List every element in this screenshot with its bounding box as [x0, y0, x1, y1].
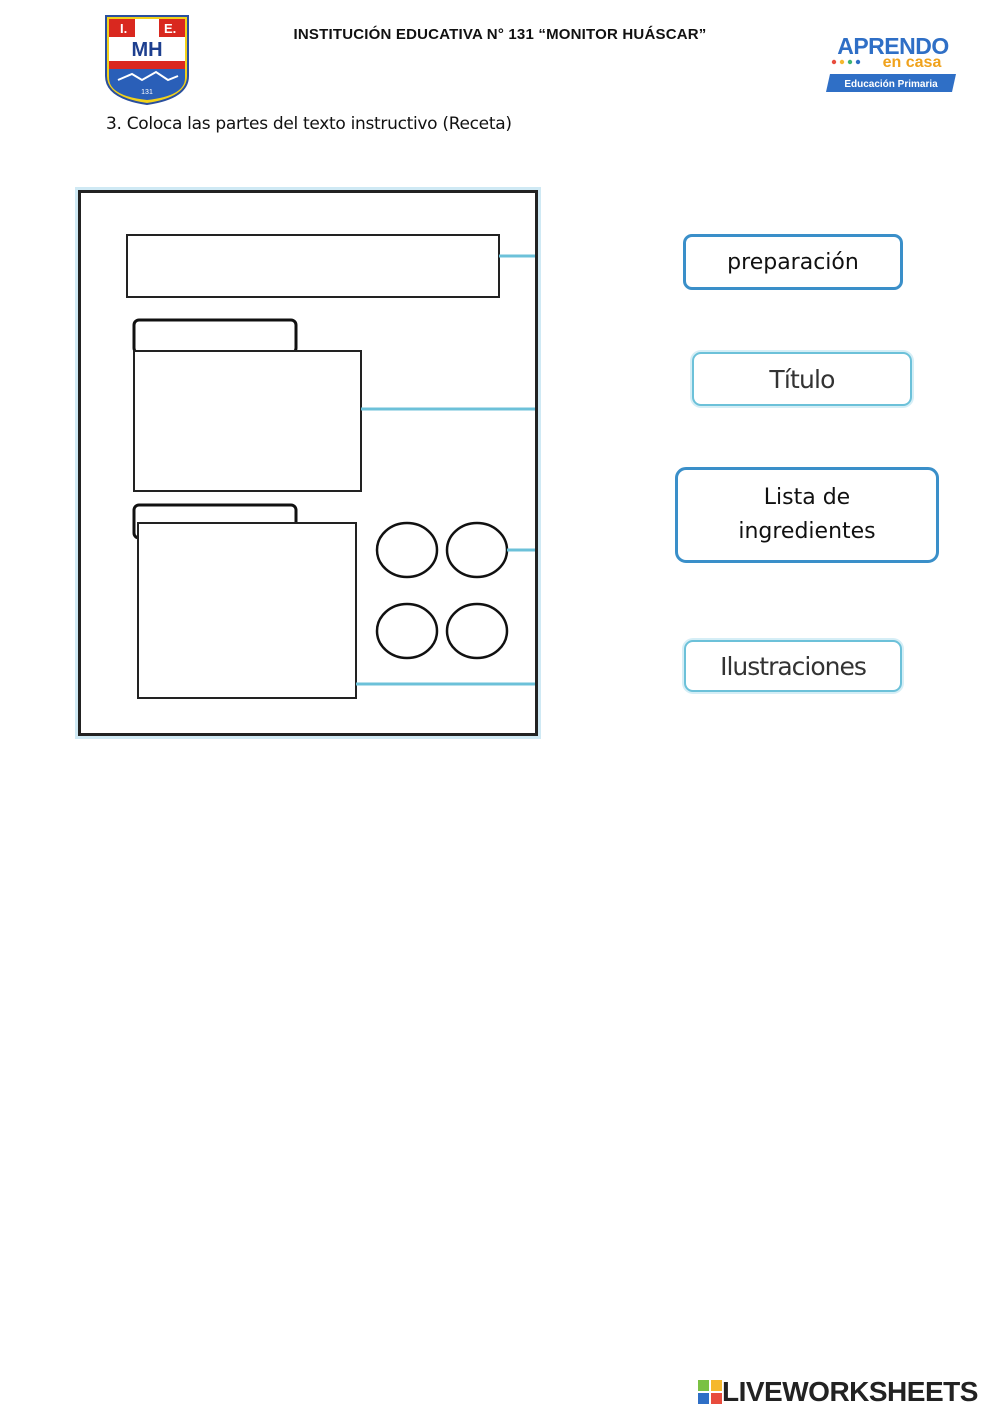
option-label-preparacion: preparación	[727, 249, 859, 275]
illustration-circle-1	[375, 521, 439, 579]
recipe-diagram	[126, 234, 535, 699]
svg-text:Educación Primaria: Educación Primaria	[844, 79, 938, 90]
illustration-circle-3	[375, 602, 439, 660]
ingredients-drop-box	[133, 350, 362, 492]
option-label-lista-ingredientes: Lista de ingredientes	[738, 481, 875, 549]
svg-text:MH: MH	[131, 39, 162, 61]
option-label-titulo: Título	[769, 364, 835, 394]
school-crest-logo: I. E. MH 131	[105, 15, 189, 106]
option-card-ilustraciones[interactable]: Ilustraciones	[684, 640, 902, 692]
instruction-text: 3. Coloca las partes del texto instructi…	[106, 114, 512, 134]
svg-text:I.: I.	[120, 21, 127, 36]
option-label-ilustraciones: Ilustraciones	[720, 651, 867, 681]
preparation-drop-box	[137, 522, 357, 699]
school-name: INSTITUCIÓN EDUCATIVA N° 131 “MONITOR HU…	[293, 26, 707, 43]
option-card-lista-ingredientes[interactable]: Lista de ingredientes	[675, 467, 939, 563]
svg-text:131: 131	[141, 89, 153, 96]
option-label-lista-line2: ingredientes	[738, 519, 876, 544]
title-drop-box	[126, 234, 500, 298]
section-heading-box-1	[132, 318, 298, 355]
svg-text:E.: E.	[164, 21, 176, 36]
illustration-circle-2	[445, 521, 509, 579]
liveworksheets-brand: LIVEWORKSHEETS	[722, 1376, 978, 1407]
svg-text:en casa: en casa	[883, 54, 942, 71]
svg-text:APRENDO: APRENDO	[837, 33, 949, 59]
aprendo-en-casa-logo: APRENDO en casa Educación Primaria	[826, 33, 956, 92]
option-label-lista-line1: Lista de	[763, 485, 851, 510]
recipe-diagram-frame	[78, 190, 538, 736]
liveworksheets-icon	[698, 1380, 722, 1404]
option-card-titulo[interactable]: Título	[692, 352, 912, 406]
option-card-preparacion[interactable]: preparación	[683, 234, 903, 290]
illustration-circle-4	[445, 602, 509, 660]
